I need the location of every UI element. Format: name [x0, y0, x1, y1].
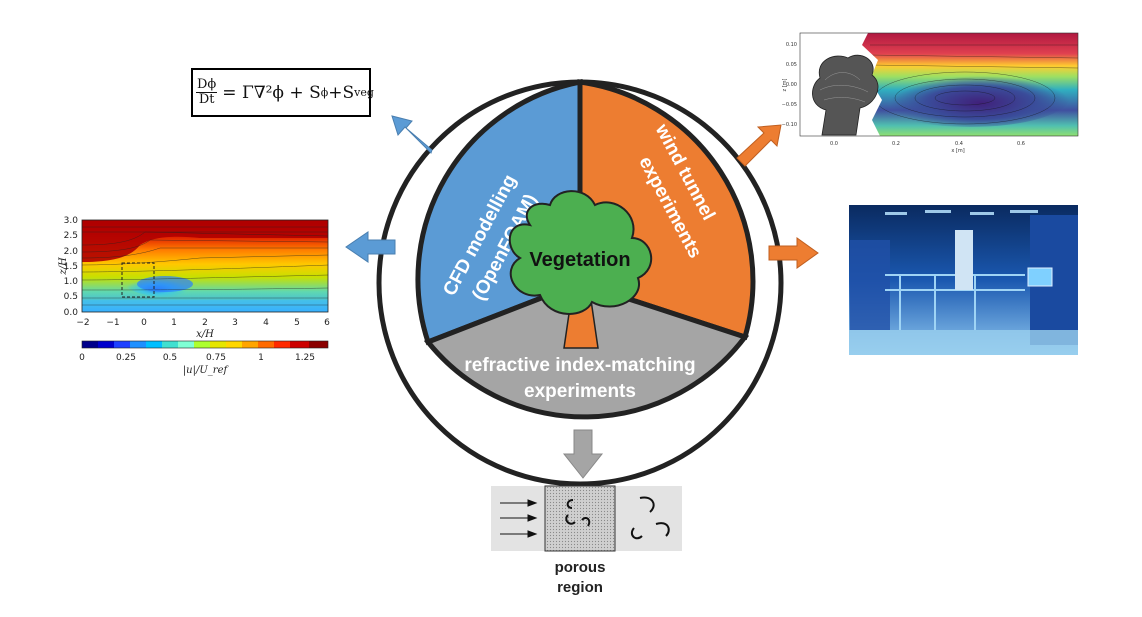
tree-scan-photo	[812, 54, 879, 136]
contour-ylabel: z/H	[58, 257, 69, 276]
tree-icon	[508, 190, 653, 349]
arrow-to-porous	[562, 429, 604, 479]
x-tick: 0.4	[955, 141, 963, 147]
lab-photo	[849, 205, 1078, 355]
eq-plus: +S	[328, 82, 355, 103]
x-tick: 2	[202, 318, 208, 328]
colorbar-tick: 1.25	[295, 353, 315, 363]
equation-box	[191, 68, 371, 117]
x-tick: 0.0	[830, 141, 838, 147]
contour-plot	[81, 219, 329, 313]
x-tick: 0.2	[892, 141, 900, 147]
y-tick: −0.05	[782, 102, 797, 108]
wind-xlabel: x [m]	[951, 148, 964, 154]
arrow-to-lab	[768, 237, 819, 269]
y-tick: 0.10	[786, 42, 797, 48]
contour-x-ticks: −2 −1 0 1 2 3 4 5 6	[76, 318, 330, 328]
x-tick: 3	[232, 318, 238, 328]
wind-plot	[799, 32, 1079, 137]
porous-label-2: region	[557, 579, 603, 596]
arrow-to-equation	[391, 115, 433, 154]
y-tick: −0.10	[782, 122, 797, 128]
colorbar-label: |u|/U_ref	[183, 365, 230, 376]
y-tick: 1.0	[64, 277, 79, 287]
x-tick: 6	[324, 318, 330, 328]
y-tick: 0.05	[786, 62, 797, 68]
y-tick: 0.00	[786, 82, 797, 88]
center-label: Vegetation	[529, 249, 630, 271]
arrow-to-contour	[345, 231, 396, 263]
y-tick: 2.0	[64, 247, 79, 257]
inflow-arrows	[500, 499, 538, 538]
x-tick: 1	[171, 318, 177, 328]
porous-label-1: porous	[555, 559, 606, 576]
porous-schematic	[491, 485, 682, 552]
y-tick: 1.5	[64, 262, 78, 272]
wind-y-ticks: 0.10 0.05 0.00 −0.05 −0.10	[782, 42, 797, 128]
colorbar-tick: 1	[258, 353, 264, 363]
wind-x-ticks: 0.0 0.2 0.4 0.6	[830, 141, 1025, 147]
colorbar-tick: 0.5	[163, 353, 177, 363]
y-tick: 0.5	[64, 292, 78, 302]
swirl-icon	[565, 496, 670, 540]
x-tick: 5	[294, 318, 300, 328]
eq-denominator: Dt	[198, 92, 215, 107]
x-tick: −2	[76, 318, 89, 328]
wind-ylabel: z [m]	[782, 78, 788, 91]
colorbar: 0 0.25 0.5 0.75 1 1.25 |u|/U_ref	[79, 340, 329, 376]
x-tick: 0	[141, 318, 147, 328]
x-tick: 0.6	[1017, 141, 1025, 147]
eq-numerator: Dϕ	[196, 77, 218, 93]
x-tick: 4	[263, 318, 269, 328]
eq-rhs: = Γ∇²ϕ + S	[222, 82, 321, 103]
contour-xlabel: x/H	[196, 329, 214, 340]
y-tick: 2.5	[64, 231, 78, 241]
arrow-to-wind-plot	[736, 124, 782, 167]
colorbar-tick: 0.25	[116, 353, 136, 363]
contour-y-ticks: 3.0 2.5 2.0 1.5 1.0 0.5 0.0	[64, 216, 79, 318]
y-tick: 3.0	[64, 216, 79, 226]
eq-sub-veg: veg	[354, 86, 374, 99]
rim-sector	[423, 280, 750, 420]
rim-label-1: refractive index-matching	[464, 355, 695, 376]
colorbar-tick: 0	[79, 353, 85, 363]
eq-sub-phi: ϕ	[320, 86, 329, 99]
y-tick: 0.0	[64, 308, 79, 318]
colorbar-tick: 0.75	[206, 353, 226, 363]
x-tick: −1	[106, 318, 119, 328]
rim-label-2: experiments	[524, 381, 636, 402]
transport-equation: Dϕ Dt = Γ∇²ϕ + S ϕ +S veg	[196, 70, 374, 115]
